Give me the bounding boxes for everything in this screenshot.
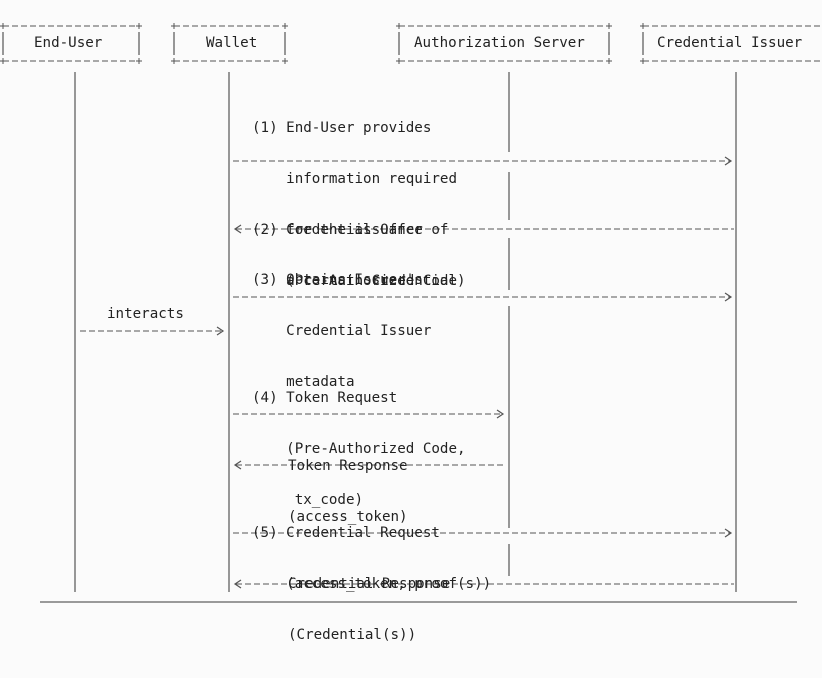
step2-label: (2) Credential Offer (Pre-Authorized Cod… xyxy=(252,188,466,324)
step2-arrowhead xyxy=(233,224,242,234)
end-user-box-corner xyxy=(0,23,6,29)
bottom-rule xyxy=(40,601,797,603)
credential-issuer-box-corner xyxy=(640,23,646,29)
step4-label: (4) Token Request (Pre-Authorized Code, … xyxy=(252,356,466,543)
step5-arrowhead xyxy=(724,528,733,538)
wallet-box-corner xyxy=(171,23,177,29)
step3-line: metadata xyxy=(252,374,355,390)
wallet-box-corner xyxy=(282,23,288,29)
actor-credential-issuer-label: Credential Issuer xyxy=(657,35,803,51)
authorization-server-box-corner xyxy=(606,23,612,29)
credential-response-line: Credential Response xyxy=(288,576,451,592)
credential-issuer-box-corner xyxy=(640,58,646,64)
actor-end-user-label: End-User xyxy=(34,35,103,51)
step1-line: (1) End-User provides xyxy=(252,120,432,136)
end-user-box-corner xyxy=(0,58,6,64)
sequence-diagram: End-User Wallet Authorization Server Cre… xyxy=(0,23,822,643)
credential-response-label: Credential Response (Credential(s)) xyxy=(288,542,450,678)
token-response-line: Token Response xyxy=(288,458,408,474)
step1-line: for the issuance of xyxy=(252,222,449,238)
authorization-server-box-corner xyxy=(396,23,402,29)
token-response-line: (access_token) xyxy=(288,509,408,525)
step3-line: (3) Obtains Issuer's xyxy=(252,272,423,288)
step1-line: a certain Credential xyxy=(252,273,457,289)
step5-line: (access_token, proof(s)) xyxy=(252,576,492,592)
wallet-box-corner xyxy=(171,58,177,64)
token-response-arrowhead xyxy=(233,460,242,470)
actor-authorization-server-label: Authorization Server xyxy=(414,35,585,51)
authorization-server-box-corner xyxy=(396,58,402,64)
step1-arrowhead xyxy=(724,156,733,166)
step3-line: Credential Issuer xyxy=(252,323,432,339)
end-user-box-corner xyxy=(136,23,142,29)
step1-line: information required xyxy=(252,171,457,187)
wallet-box-corner xyxy=(282,58,288,64)
credential-response-arrowhead xyxy=(233,579,242,589)
step3-label: (3) Obtains Issuer's Credential Issuer m… xyxy=(252,238,431,425)
interacts-label: interacts xyxy=(107,306,184,322)
end-user-box-corner xyxy=(136,58,142,64)
interacts-arrowhead xyxy=(216,326,225,336)
step4-line: tx_code) xyxy=(252,492,364,508)
credential-response-line: (Credential(s)) xyxy=(288,627,417,643)
step2-line: (2) Credential Offer xyxy=(252,222,423,238)
step5-label: (5) Credential Request (access_token, pr… xyxy=(252,491,491,627)
step4-line: (4) Token Request xyxy=(252,390,398,406)
step4-line: (Pre-Authorized Code, xyxy=(252,441,466,457)
diagram-lines xyxy=(0,23,822,592)
step5-line: (5) Credential Request xyxy=(252,525,440,541)
step2-line: (Pre-Authorized Code) xyxy=(252,273,466,289)
step4-arrowhead xyxy=(496,409,505,419)
step1-label: (1) End-User provides information requir… xyxy=(252,86,457,324)
authorization-server-box-corner xyxy=(606,58,612,64)
actor-wallet-label: Wallet xyxy=(206,35,258,51)
token-response-label: Token Response (access_token) xyxy=(288,424,408,560)
step3-arrowhead xyxy=(724,292,733,302)
